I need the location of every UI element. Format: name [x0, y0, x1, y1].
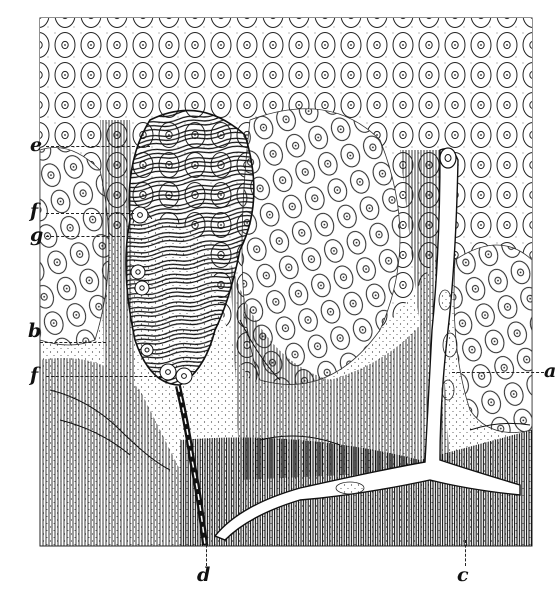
- label-c: c: [457, 566, 469, 585]
- leader-b: [40, 342, 106, 343]
- label-g: g: [30, 226, 43, 245]
- leader-c: [465, 540, 466, 566]
- leader-e: [46, 146, 150, 147]
- label-e: e: [30, 136, 42, 155]
- label-d: d: [197, 566, 210, 585]
- label-f-lower: f: [30, 366, 38, 385]
- leader-a: [452, 372, 544, 373]
- leader-f-lower: [46, 376, 162, 377]
- leader-g: [46, 236, 130, 237]
- label-b: b: [28, 322, 41, 341]
- label-f-upper: f: [30, 202, 38, 221]
- leader-d: [206, 540, 207, 566]
- label-a: a: [544, 362, 556, 381]
- leader-f-upper: [46, 213, 134, 214]
